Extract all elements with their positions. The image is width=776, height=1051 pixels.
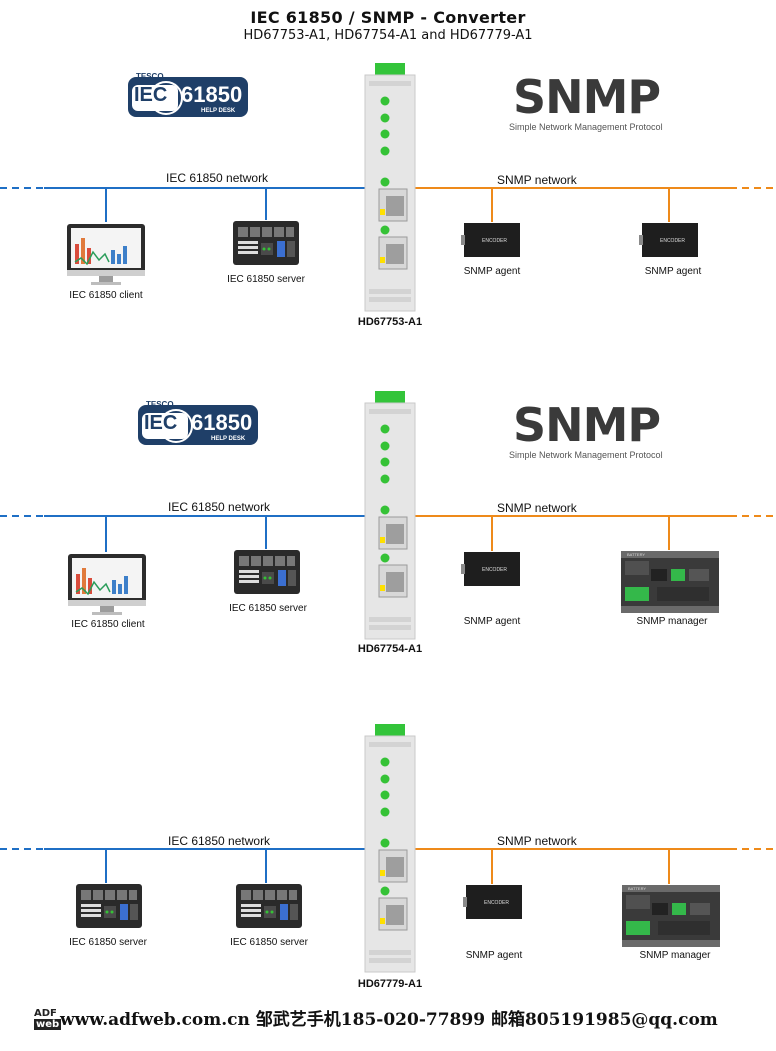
iec-logo-tag: HELP DESK [211, 436, 246, 442]
snmp-network-label: SNMP network [497, 501, 577, 515]
iec-logo-prefix: IEC [134, 84, 168, 106]
battery-text: BATTERY [627, 552, 646, 557]
iec-logo-number: 61850 [191, 410, 253, 435]
snmp-logo: SNMP [513, 398, 661, 452]
iec-network-label: IEC 61850 network [168, 834, 271, 848]
encoder-text: ENCODER [482, 567, 508, 573]
encoder-text: ENCODER [484, 900, 510, 906]
model-label: HD67754-A1 [357, 643, 423, 655]
iec-logo-prefix: IEC [144, 412, 178, 434]
adfweb-logo: ADF web [34, 1008, 62, 1038]
device-label: SNMP agent [463, 616, 521, 627]
snmp-logo-subtitle: Simple Network Management Protocol [509, 450, 663, 460]
server-icon [76, 884, 142, 928]
adfweb-logo-top: ADF [34, 1008, 57, 1019]
device-label: SNMP manager [636, 616, 708, 627]
device-label: SNMP agent [465, 950, 523, 961]
battery-text: BATTERY [628, 886, 647, 891]
device-label: SNMP agent [463, 266, 521, 277]
iec-logo-brand: TESCO [136, 72, 164, 81]
adfweb-logo-bottom: web [34, 1019, 62, 1030]
footer-contact: www.adfweb.com.cn 邹武艺手机185-020-77899 邮箱8… [60, 1010, 718, 1030]
device-label: IEC 61850 server [229, 603, 307, 614]
gateway-device [364, 62, 416, 312]
server-icon [233, 221, 299, 265]
snmp-network-label: SNMP network [497, 173, 577, 187]
encoder-text: ENCODER [482, 238, 508, 244]
snmp-logo-subtitle: Simple Network Management Protocol [509, 122, 663, 132]
monitor-icon [66, 223, 146, 286]
gateway-device [364, 723, 416, 973]
page-title: IEC 61850 / SNMP - Converter [250, 8, 526, 27]
model-label: HD67753-A1 [357, 316, 423, 328]
server-icon [236, 884, 302, 928]
snmp-manager-icon [621, 551, 719, 613]
monitor-icon [67, 553, 147, 616]
iec-logo-tag: HELP DESK [201, 108, 236, 114]
snmp-logo: SNMP [513, 70, 661, 124]
device-label: IEC 61850 client [71, 619, 145, 630]
model-label: HD67779-A1 [357, 978, 423, 990]
device-label: IEC 61850 server [69, 937, 147, 948]
server-icon [234, 550, 300, 594]
device-label: SNMP agent [644, 266, 702, 277]
device-label: IEC 61850 server [230, 937, 308, 948]
snmp-manager-icon [622, 885, 720, 947]
encoder-text: ENCODER [660, 238, 686, 244]
device-label: IEC 61850 server [227, 274, 305, 285]
iec-logo-brand: TESCO [146, 400, 174, 409]
iec-network-label: IEC 61850 network [166, 171, 269, 185]
page-subtitle: HD67753-A1, HD67754-A1 and HD67779-A1 [243, 28, 533, 43]
snmp-network-label: SNMP network [497, 834, 577, 848]
iec-logo-number: 61850 [181, 82, 243, 107]
iec-network-label: IEC 61850 network [168, 500, 271, 514]
gateway-device [364, 390, 416, 640]
device-label: IEC 61850 client [69, 290, 143, 301]
device-label: SNMP manager [639, 950, 711, 961]
